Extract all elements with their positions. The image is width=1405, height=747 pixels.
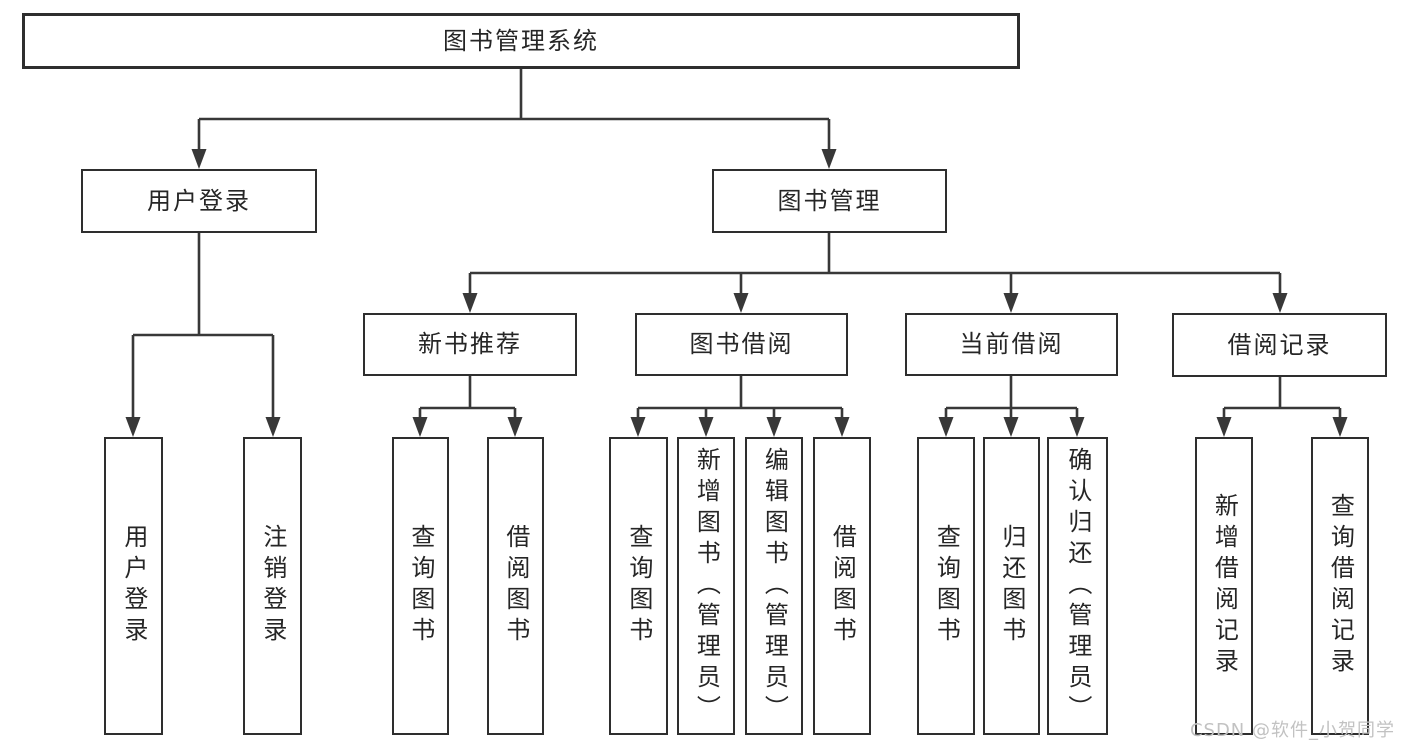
arrowhead-down-icon bbox=[462, 293, 478, 313]
node-label: 归还图书 bbox=[997, 524, 1026, 648]
leaf-add-books-admin: 新增图书（管理员） bbox=[677, 437, 735, 735]
node-book-management: 图书管理 bbox=[712, 169, 947, 233]
arrowhead-down-icon bbox=[1003, 417, 1019, 437]
arrowhead-down-icon bbox=[698, 417, 714, 437]
node-label: 查询图书 bbox=[932, 524, 961, 648]
node-new-book-recommend: 新书推荐 bbox=[363, 313, 577, 376]
arrowhead-down-icon bbox=[507, 417, 523, 437]
node-label: 查询图书 bbox=[406, 524, 435, 648]
node-label: 图书管理系统 bbox=[443, 26, 599, 55]
leaf-confirm-return-admin: 确认归还（管理员） bbox=[1047, 437, 1108, 735]
arrowhead-down-icon bbox=[733, 293, 749, 313]
node-label: 确认归还（管理员） bbox=[1063, 446, 1092, 726]
arrowhead-down-icon bbox=[821, 149, 837, 169]
node-label: 查询图书 bbox=[624, 524, 653, 648]
node-label: 借阅图书 bbox=[501, 524, 530, 648]
arrowhead-down-icon bbox=[1216, 417, 1232, 437]
arrowheads bbox=[125, 149, 1348, 437]
arrowhead-down-icon bbox=[1003, 293, 1019, 313]
node-borrowing-records: 借阅记录 bbox=[1172, 313, 1387, 377]
node-label: 借阅记录 bbox=[1227, 330, 1332, 359]
leaf-user-login: 用户登录 bbox=[104, 437, 163, 735]
arrowhead-down-icon bbox=[1069, 417, 1085, 437]
arrowhead-down-icon bbox=[191, 149, 207, 169]
node-label: 新增借阅记录 bbox=[1210, 493, 1239, 679]
arrowhead-down-icon bbox=[412, 417, 428, 437]
node-label: 用户登录 bbox=[119, 524, 148, 648]
node-library-management-system: 图书管理系统 bbox=[22, 13, 1020, 69]
node-book-borrowing: 图书借阅 bbox=[635, 313, 848, 376]
node-label: 借阅图书 bbox=[828, 524, 857, 648]
node-label: 编辑图书（管理员） bbox=[760, 446, 789, 726]
arrowhead-down-icon bbox=[630, 417, 646, 437]
leaf-query-books-current: 查询图书 bbox=[917, 437, 975, 735]
node-label: 查询借阅记录 bbox=[1326, 493, 1355, 679]
leaf-logout: 注销登录 bbox=[243, 437, 302, 735]
node-label: 新增图书（管理员） bbox=[692, 446, 721, 726]
leaf-query-books-recommend: 查询图书 bbox=[392, 437, 449, 735]
arrowhead-down-icon bbox=[125, 417, 141, 437]
leaf-add-borrow-record: 新增借阅记录 bbox=[1195, 437, 1253, 735]
arrowhead-down-icon bbox=[265, 417, 281, 437]
arrowhead-down-icon bbox=[1332, 417, 1348, 437]
arrowhead-down-icon bbox=[1272, 293, 1288, 313]
leaf-return-books: 归还图书 bbox=[983, 437, 1040, 735]
node-label: 图书借阅 bbox=[689, 330, 794, 359]
node-label: 图书管理 bbox=[777, 186, 882, 215]
arrowhead-down-icon bbox=[834, 417, 850, 437]
node-current-borrowing: 当前借阅 bbox=[905, 313, 1118, 376]
node-user-login: 用户登录 bbox=[81, 169, 317, 233]
arrowhead-down-icon bbox=[766, 417, 782, 437]
leaf-query-books-borrowing: 查询图书 bbox=[609, 437, 668, 735]
node-label: 注销登录 bbox=[258, 524, 287, 648]
node-label: 当前借阅 bbox=[959, 330, 1064, 359]
leaf-borrow-books-borrowing: 借阅图书 bbox=[813, 437, 871, 735]
leaf-query-borrow-record: 查询借阅记录 bbox=[1311, 437, 1369, 735]
connector-path bbox=[131, 68, 1342, 420]
leaf-edit-books-admin: 编辑图书（管理员） bbox=[745, 437, 803, 735]
node-label: 新书推荐 bbox=[418, 330, 522, 359]
arrowhead-down-icon bbox=[938, 417, 954, 437]
leaf-borrow-books-recommend: 借阅图书 bbox=[487, 437, 544, 735]
node-label: 用户登录 bbox=[147, 186, 251, 215]
